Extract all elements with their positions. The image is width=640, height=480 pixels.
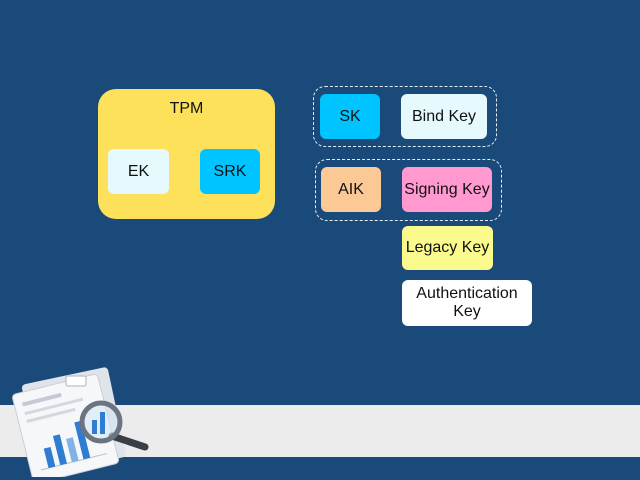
sk-box: SK: [320, 94, 380, 139]
ek-box: EK: [108, 149, 169, 194]
signing-key-box: Signing Key: [402, 167, 492, 212]
bind-key-box: Bind Key: [401, 94, 487, 139]
legacy-key-box: Legacy Key: [402, 226, 493, 270]
storage-key-group: [313, 86, 497, 147]
signing-key-group: [315, 159, 502, 221]
aik-box: AIK: [321, 167, 381, 212]
srk-box: SRK: [200, 149, 260, 194]
tpm-title: TPM: [169, 100, 204, 117]
report-magnifier-icon: [12, 367, 149, 477]
authentication-key-box: Authentication Key: [402, 280, 532, 326]
